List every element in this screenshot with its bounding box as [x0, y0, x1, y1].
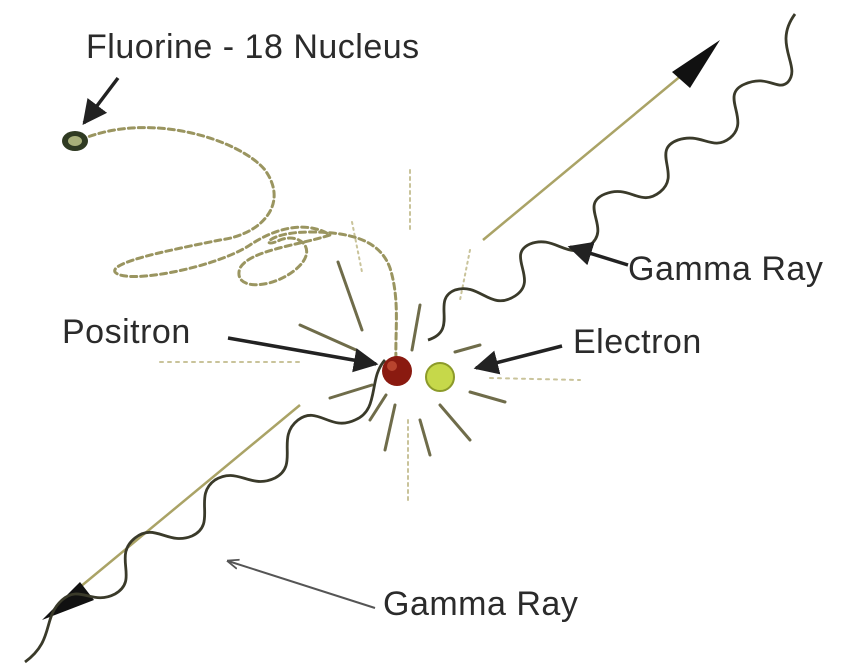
gamma-ray-top-wave — [428, 14, 795, 340]
gamma-ray-bottom-label: Gamma Ray — [383, 587, 578, 621]
electron-label: Electron — [573, 325, 702, 359]
positron-pointer-arrow — [228, 338, 376, 364]
positron-particle — [382, 356, 412, 386]
positron-label: Positron — [62, 315, 191, 349]
gamma-ray-bottom-arrowhead-icon — [42, 582, 94, 620]
gamma-ray-bottom-axis — [68, 405, 300, 597]
gamma-ray-top-pointer-arrow — [570, 247, 628, 265]
fluorine-nucleus — [62, 131, 88, 151]
positron-highlight — [387, 361, 397, 371]
electron-pointer-arrow — [476, 346, 562, 368]
electron-particle — [426, 363, 454, 391]
nucleus-pointer-arrow — [84, 78, 118, 123]
gamma-ray-top-arrowhead-icon — [672, 40, 720, 88]
gamma-ray-bottom-wave — [25, 360, 385, 662]
gamma-ray-top-label: Gamma Ray — [628, 252, 823, 286]
gamma-ray-bottom-pointer-arrow — [228, 561, 375, 608]
annihilation-flash — [160, 170, 580, 500]
nucleus-label: Fluorine - 18 Nucleus — [86, 30, 420, 64]
